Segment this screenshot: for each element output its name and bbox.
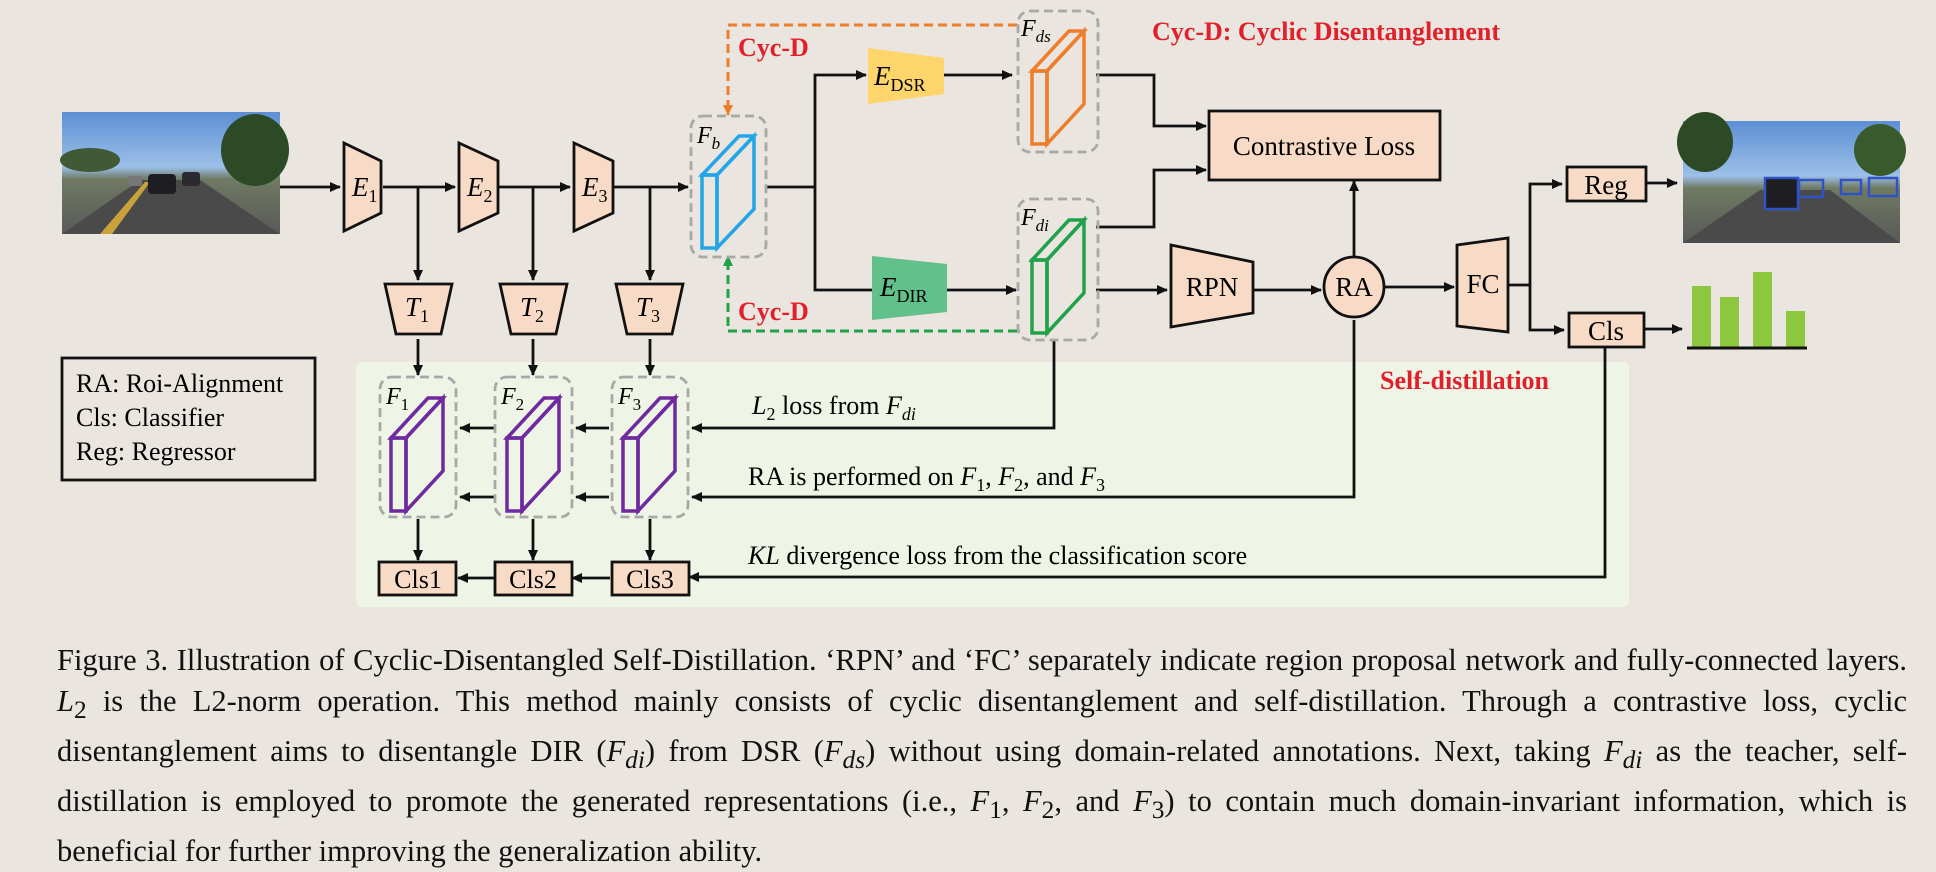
ra-label: RA bbox=[1335, 272, 1373, 302]
output-detection-image bbox=[1677, 112, 1906, 243]
self-distillation-title: Self-distillation bbox=[1380, 366, 1550, 395]
feature-f1-frame bbox=[378, 375, 458, 519]
encoder-dir-label: EDIR bbox=[879, 272, 928, 306]
feature-f1-label: F1 bbox=[385, 384, 409, 414]
transform-t2 bbox=[498, 282, 569, 336]
feature-fb-cube bbox=[697, 131, 759, 253]
feature-fds-frame bbox=[1016, 9, 1100, 154]
feature-fdi-cube bbox=[1027, 215, 1089, 338]
legend-box bbox=[60, 356, 317, 482]
cyc-d-title: Cyc-D: Cyclic Disentanglement bbox=[1152, 17, 1500, 46]
cls-box bbox=[1567, 311, 1646, 349]
feature-f1-cube bbox=[386, 393, 448, 516]
encoder-e1 bbox=[342, 140, 383, 234]
l2-loss-label: L2 loss from Fdi bbox=[751, 391, 916, 424]
cls2-label: Cls2 bbox=[509, 565, 557, 594]
encoder-e3 bbox=[572, 140, 615, 234]
legend-cls: Cls: Classifier bbox=[76, 403, 224, 432]
transform-t2-label: T2 bbox=[520, 292, 544, 326]
contrastive-loss-label: Contrastive Loss bbox=[1233, 131, 1415, 161]
encoder-e1-label: E1 bbox=[351, 172, 378, 206]
cls2-box bbox=[493, 560, 574, 597]
reg-box bbox=[1565, 165, 1648, 203]
legend-reg: Reg: Regressor bbox=[76, 437, 236, 466]
encoder-dsr bbox=[868, 48, 944, 104]
feature-f3-frame bbox=[610, 375, 690, 519]
encoder-e2-label: E2 bbox=[466, 172, 493, 206]
contrastive-loss-box bbox=[1207, 109, 1442, 182]
rpn-module bbox=[1169, 243, 1255, 329]
reg-label: Reg bbox=[1584, 170, 1628, 200]
feature-fb-label: Fb bbox=[696, 123, 720, 153]
feature-f2-frame bbox=[493, 375, 574, 519]
legend-ra: RA: Roi-Alignment bbox=[76, 369, 284, 398]
encoder-e3-label: E3 bbox=[581, 172, 608, 206]
feature-f3-cube bbox=[618, 393, 680, 516]
feature-fdi-frame bbox=[1016, 197, 1100, 342]
cls-label: Cls bbox=[1588, 316, 1624, 346]
transform-t1 bbox=[383, 282, 454, 336]
cls3-label: Cls3 bbox=[626, 565, 674, 594]
feature-fds-label: Fds bbox=[1020, 16, 1051, 46]
transform-t1-label: T1 bbox=[405, 292, 429, 326]
rpn-label: RPN bbox=[1186, 272, 1239, 302]
class-score-bars bbox=[1687, 272, 1807, 350]
kl-divergence-label: KL divergence loss from the classificati… bbox=[747, 541, 1247, 570]
feature-fb-frame bbox=[689, 114, 768, 259]
figure-caption: Figure 3. Illustration of Cyclic-Disenta… bbox=[57, 643, 1907, 869]
fc-label: FC bbox=[1466, 269, 1499, 299]
cls1-label: Cls1 bbox=[394, 565, 442, 594]
cyc-d-top-label: Cyc-D bbox=[738, 33, 809, 62]
ra-node bbox=[1322, 255, 1386, 319]
feature-f2-cube bbox=[502, 393, 564, 516]
feature-fds-cube bbox=[1027, 26, 1089, 149]
cyc-d-bottom-label: Cyc-D bbox=[738, 297, 809, 326]
method-diagram: E1 E2 E3 T1 T2 T3 Fb EDSR EDIR Fds Fdi C… bbox=[60, 9, 1906, 607]
fc-module bbox=[1455, 236, 1510, 334]
input-road-image bbox=[60, 112, 289, 234]
cls1-box bbox=[377, 560, 458, 597]
cls3-box bbox=[610, 560, 691, 597]
encoder-dir bbox=[872, 256, 947, 320]
ra-performed-label: RA is performed on F1, F2, and F3 bbox=[748, 462, 1105, 495]
feature-f2-label: F2 bbox=[500, 384, 524, 414]
transform-t3 bbox=[614, 282, 685, 336]
feature-f3-label: F3 bbox=[617, 384, 641, 414]
feature-fdi-label: Fdi bbox=[1020, 205, 1049, 235]
encoder-e2 bbox=[457, 140, 500, 234]
encoder-dsr-label: EDSR bbox=[873, 61, 926, 95]
transform-t3-label: T3 bbox=[636, 292, 660, 326]
